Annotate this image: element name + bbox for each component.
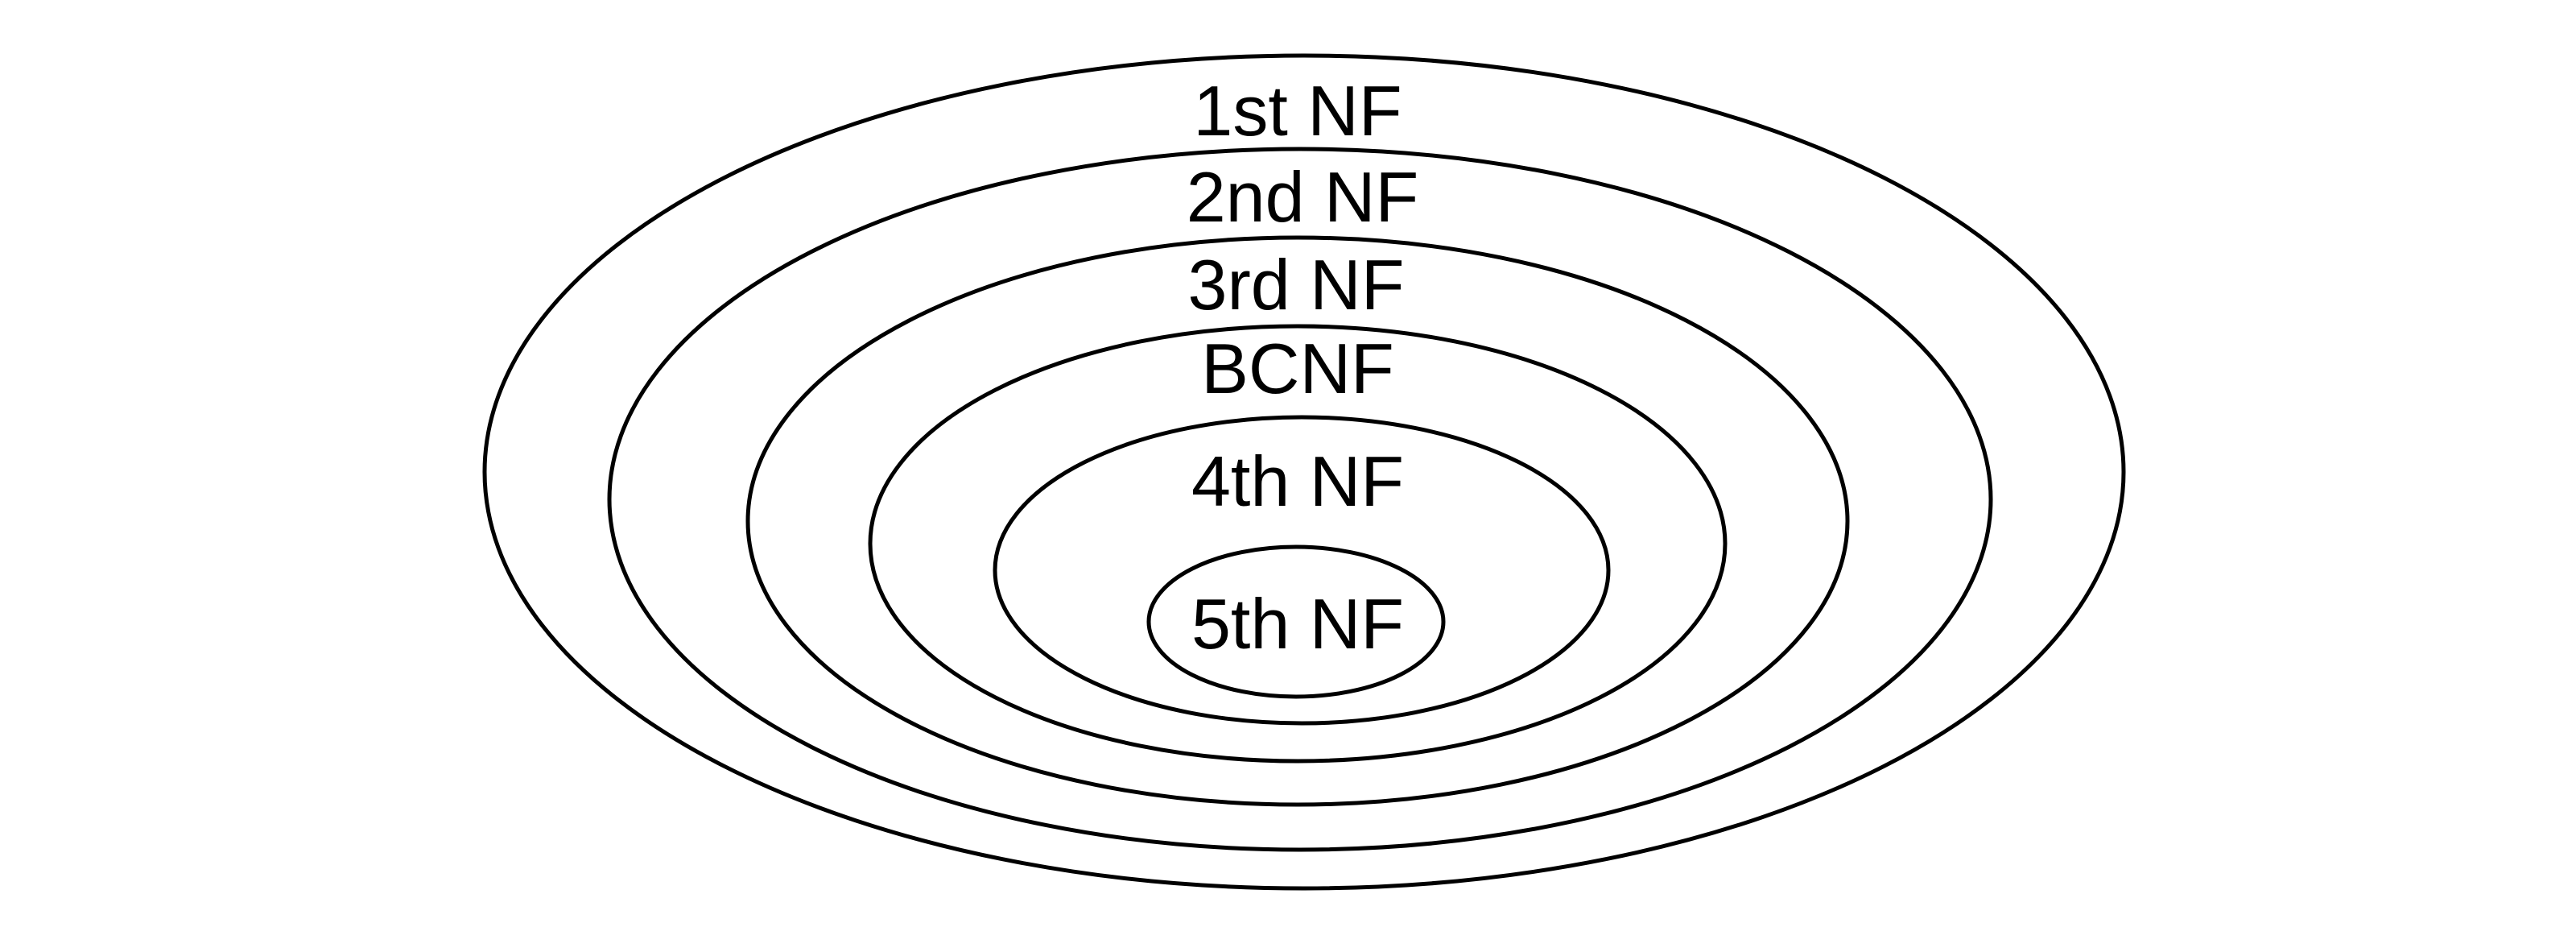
- ring-5th-nf: [1146, 544, 1446, 699]
- ring-4th-nf: [993, 415, 1611, 726]
- label-2nd-nf: 2nd NF: [1187, 157, 1419, 237]
- label-bcnf: BCNF: [1201, 329, 1394, 408]
- ring-2nd-nf: [607, 147, 1993, 852]
- label-1st-nf: 1st NF: [1193, 71, 1402, 151]
- label-5th-nf: 5th NF: [1191, 584, 1404, 664]
- ring-3rd-nf: [745, 235, 1850, 807]
- label-4th-nf: 4th NF: [1191, 441, 1404, 521]
- ring-1st-nf: [482, 53, 2126, 891]
- label-3rd-nf: 3rd NF: [1188, 245, 1405, 325]
- ring-bcnf: [868, 324, 1728, 764]
